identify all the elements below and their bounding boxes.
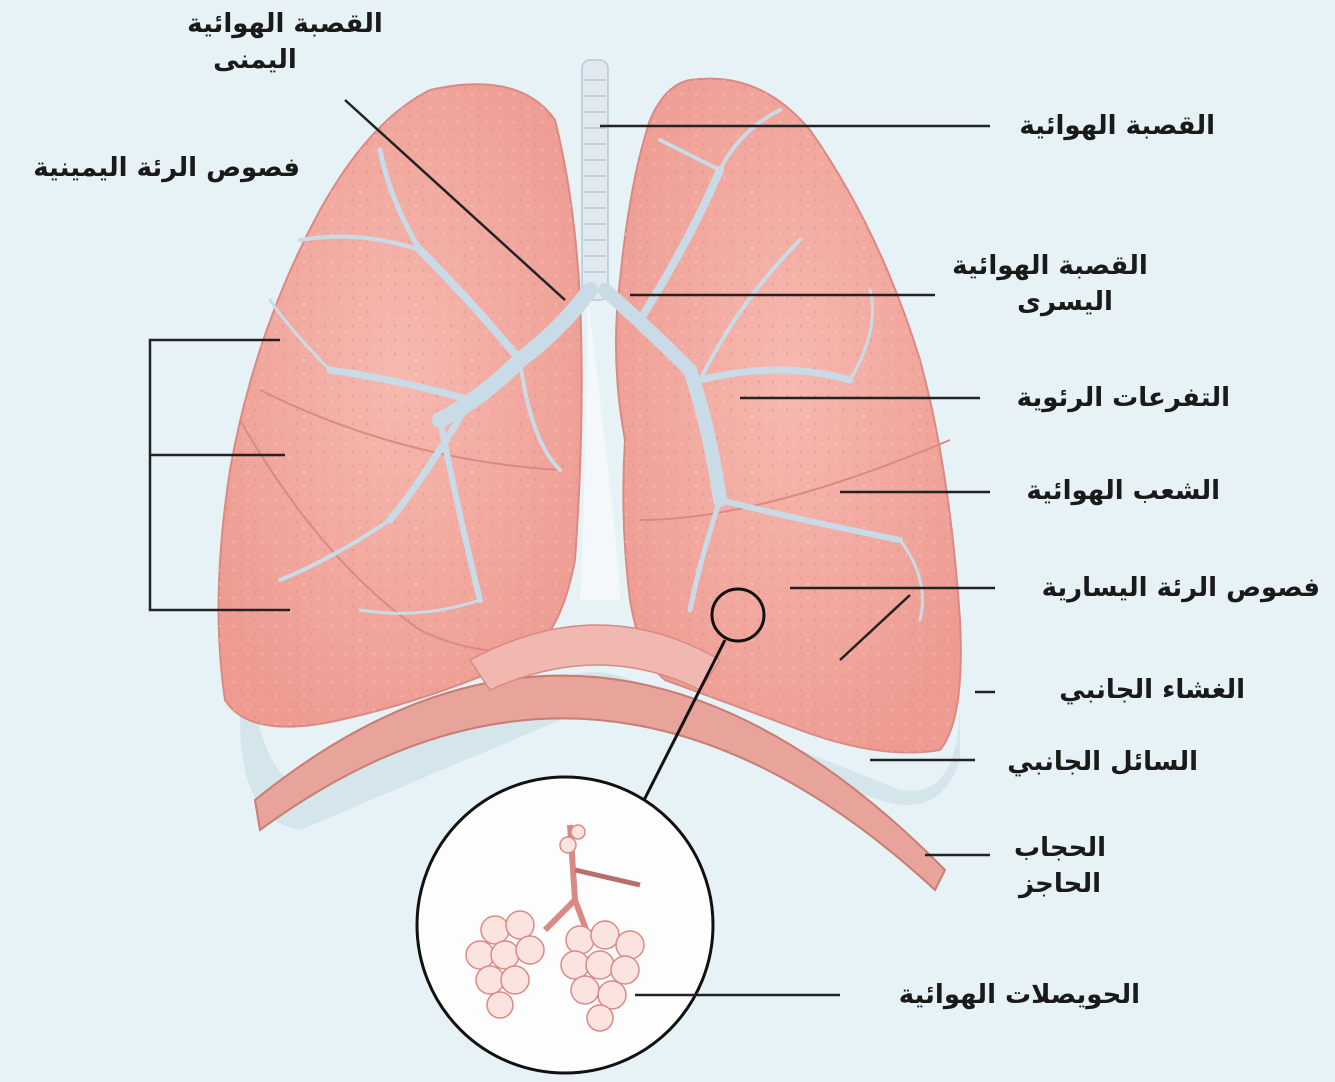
label-diaphragm: الحجاب الحاجز xyxy=(995,830,1125,902)
trachea xyxy=(580,60,620,600)
label-right-bronchus-line1: القصبة الهوائية xyxy=(170,6,400,42)
label-left-bronchus-line1: القصبة الهوائية xyxy=(940,248,1160,284)
label-diaphragm-line1: الحجاب xyxy=(995,830,1125,866)
label-alveoli: الحويصلات الهوائية xyxy=(850,977,1140,1013)
label-right-bronchus-line2: اليمنى xyxy=(170,42,400,78)
label-pleural-fluid: السائل الجانبي xyxy=(970,744,1198,780)
label-left-bronchus: القصبة الهوائية اليسرى xyxy=(940,248,1160,320)
label-right-bronchus: القصبة الهوائية اليمنى xyxy=(170,6,400,78)
label-right-lobes: فصوص الرئة اليمينية xyxy=(8,150,300,186)
label-left-bronchus-line2: اليسرى xyxy=(940,284,1160,320)
label-trachea: القصبة الهوائية xyxy=(995,108,1215,144)
label-bronchioles: التفرعات الرئوية xyxy=(985,380,1230,416)
label-bronchi: الشعب الهوائية xyxy=(995,473,1220,509)
label-left-lobes: فصوص الرئة اليسارية xyxy=(1000,570,1320,606)
label-diaphragm-line2: الحاجز xyxy=(995,866,1125,902)
magnifier-circle xyxy=(417,777,713,1073)
label-pleura: الغشاء الجانبي xyxy=(1010,672,1245,708)
